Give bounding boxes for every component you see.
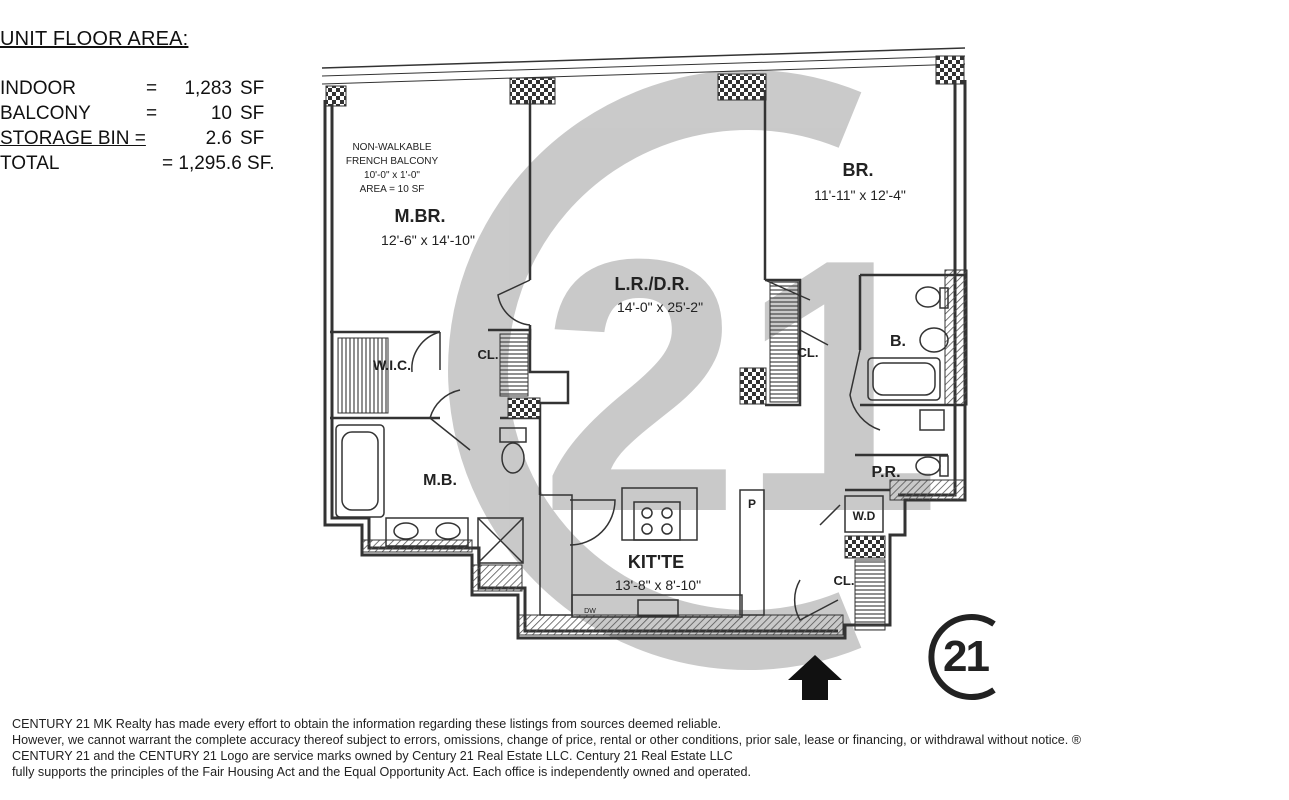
closet-shelving: [499, 333, 529, 397]
wic-shelving: [337, 337, 389, 414]
wall-column: [739, 367, 767, 405]
disclaimer: CENTURY 21 MK Realty has made every effo…: [12, 716, 1282, 780]
room-label-kitchen: KIT'TE: [628, 552, 684, 572]
balcony-note: NON-WALKABLE FRENCH BALCONY 10'-0" x 1'-…: [346, 142, 439, 195]
area-row-total: TOTAL = 1,295.6 SF.: [0, 153, 290, 177]
area-total-value: = 1,295.6 SF.: [162, 153, 275, 174]
wall-column: [844, 535, 886, 559]
double-vanity: [385, 517, 469, 547]
area-unit: SF: [240, 103, 265, 124]
master-bathtub: [335, 424, 385, 518]
floor-plan: 21: [321, 47, 968, 700]
room-label-walk-in-closet: W.I.C.: [373, 357, 411, 373]
area-value: 2.6: [205, 128, 232, 149]
balcony-note-line: FRENCH BALCONY: [346, 156, 439, 167]
area-unit: SF: [240, 78, 265, 99]
room-label-washer-dryer: W.D: [853, 509, 876, 523]
area-eq: =: [146, 103, 158, 124]
wall-column: [507, 397, 541, 419]
room-label-bedroom: BR.: [843, 160, 874, 180]
area-unit: SF: [240, 128, 265, 149]
bath-sink: [919, 327, 949, 353]
counter-bottom: [571, 594, 743, 618]
balcony-note-line: 10'-0" x 1'-0": [364, 170, 420, 181]
disclaimer-line: CENTURY 21 and the CENTURY 21 Logo are s…: [12, 749, 733, 763]
kitchen-sink: [637, 599, 679, 617]
pantry: [739, 489, 765, 616]
balcony-note-line: NON-WALKABLE: [352, 142, 431, 153]
disclaimer-line: CENTURY 21 MK Realty has made every effo…: [12, 717, 722, 731]
logo-c-arc: [928, 614, 996, 700]
balcony-note-line: AREA = 10 SF: [360, 184, 425, 195]
room-label-master-bath: M.B.: [423, 472, 457, 489]
disclaimer-line: fully supports the principles of the Fai…: [12, 765, 752, 779]
area-eq: =: [146, 78, 158, 99]
room-label-closet: CL.: [478, 347, 499, 362]
kitchen-fixtures: [539, 487, 884, 618]
area-row-balcony: BALCONY = 10 SF: [0, 103, 290, 127]
closet-shelving: [769, 281, 799, 403]
entry-arrow: [788, 655, 842, 700]
room-label-living-dining: L.R./D.R.: [615, 274, 690, 294]
room-label-closet: CL.: [834, 573, 855, 588]
area-label: TOTAL: [0, 153, 60, 174]
room-label-closet: CL.: [798, 345, 819, 360]
logo-text: 21: [943, 632, 990, 681]
washer-dryer: [844, 495, 884, 533]
room-label-pantry: P: [748, 497, 756, 511]
area-value: 10: [210, 103, 232, 124]
area-label: STORAGE BIN =: [0, 128, 146, 149]
counter-left: [539, 494, 573, 616]
closet-shelving: [854, 559, 886, 631]
doors: [411, 279, 881, 621]
room-dim-master-bedroom: 12'-6" x 14'-10": [381, 232, 475, 248]
area-label: INDOOR: [0, 78, 76, 99]
room-dim-kitchen: 13'-8" x 8'-10": [615, 577, 701, 593]
area-value: 1,283: [184, 78, 232, 99]
fixtures: [335, 286, 949, 564]
shower: [477, 517, 524, 564]
window-strip: [321, 47, 966, 107]
wall-hatch: [471, 564, 523, 592]
bathtub: [867, 357, 941, 401]
room-label-dishwasher: DW: [584, 608, 596, 615]
powder-sink: [919, 409, 945, 431]
floor-area-heading: UNIT FLOOR AREA:: [0, 28, 189, 50]
area-label: BALCONY: [0, 103, 91, 124]
room-dim-bedroom: 11'-11" x 12'-4": [814, 187, 906, 203]
wall-hatch: [517, 614, 844, 636]
wall-hatch: [889, 479, 966, 501]
room-label-master-bedroom: M.BR.: [395, 206, 446, 226]
area-row-indoor: INDOOR = 1,283 SF: [0, 78, 290, 102]
room-label-powder-room: P.R.: [871, 464, 900, 481]
century21-logo: [928, 614, 996, 700]
area-row-storage: STORAGE BIN = 2.6 SF: [0, 128, 290, 152]
disclaimer-line: However, we cannot warrant the complete …: [12, 733, 1082, 747]
room-dim-living-dining: 14'-0" x 25'-2": [617, 299, 703, 315]
master-toilet-tank: [499, 427, 527, 443]
watermark-logo: 21: [448, 70, 940, 670]
room-label-bath: B.: [890, 333, 906, 350]
